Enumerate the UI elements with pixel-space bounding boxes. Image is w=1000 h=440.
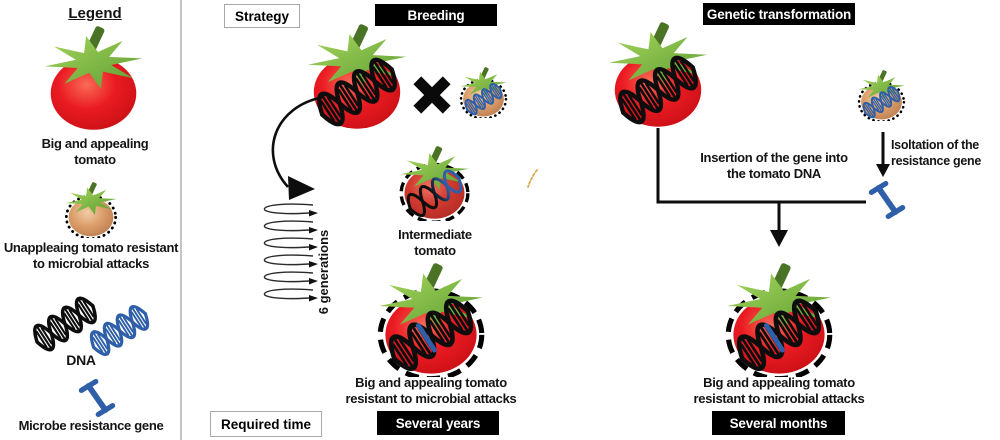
dna-blue-icon bbox=[84, 300, 155, 361]
genetic-transformation-header: Genetic transformation bbox=[703, 3, 855, 25]
intermediate-tomato-label: Intermediate tomato bbox=[398, 227, 472, 258]
legend-item-label: Big and appealing tomato bbox=[41, 136, 149, 167]
generation-loop-arrows bbox=[243, 201, 323, 305]
unappealing-tomato-icon bbox=[63, 182, 119, 238]
legend-item-label: DNA bbox=[66, 352, 96, 368]
gt-connector-arrows bbox=[650, 120, 910, 255]
breeding-result-label: Big and appealing tomato resistant to mi… bbox=[345, 375, 517, 406]
breeding-parent-tomato-icon bbox=[303, 24, 411, 132]
required-time-row-label: Required time bbox=[210, 411, 322, 437]
intermediate-tomato-icon bbox=[397, 146, 472, 221]
legend-item-label: Microbe resistance gene bbox=[18, 418, 164, 433]
breeding-header: Breeding bbox=[375, 4, 497, 26]
gt-result-label: Big and appealing tomato resistant to mi… bbox=[693, 375, 865, 406]
resistance-gene-icon bbox=[866, 179, 908, 221]
strategy-row-label: Strategy bbox=[224, 4, 300, 28]
big-tomato-icon bbox=[40, 26, 147, 133]
breeding-resistant-tomato-icon bbox=[458, 67, 509, 118]
cross-icon bbox=[411, 74, 453, 116]
legend-item-label: Unappleaing tomato resistant to microbia… bbox=[3, 240, 179, 271]
breeding-result-tomato-icon bbox=[374, 263, 488, 377]
insertion-label: Insertion of the gene into the tomato DN… bbox=[700, 150, 848, 181]
breeding-curved-arrow bbox=[258, 92, 328, 204]
gt-result-tomato-icon bbox=[722, 263, 836, 377]
breeding-time-badge: Several years bbox=[377, 411, 499, 435]
stray-mark bbox=[524, 167, 542, 191]
gt-parent-tomato-icon bbox=[604, 22, 712, 130]
legend-divider bbox=[180, 0, 182, 440]
dna-black-icon bbox=[27, 291, 103, 357]
gt-resistant-tomato-icon bbox=[856, 70, 907, 121]
gt-time-badge: Several months bbox=[712, 411, 845, 435]
microbe-resistance-gene-icon bbox=[76, 377, 118, 419]
legend-title: Legend bbox=[68, 5, 122, 22]
isolation-label: Isoltation of the resistance gene bbox=[891, 138, 981, 168]
generations-label: 6 generations bbox=[316, 229, 331, 315]
